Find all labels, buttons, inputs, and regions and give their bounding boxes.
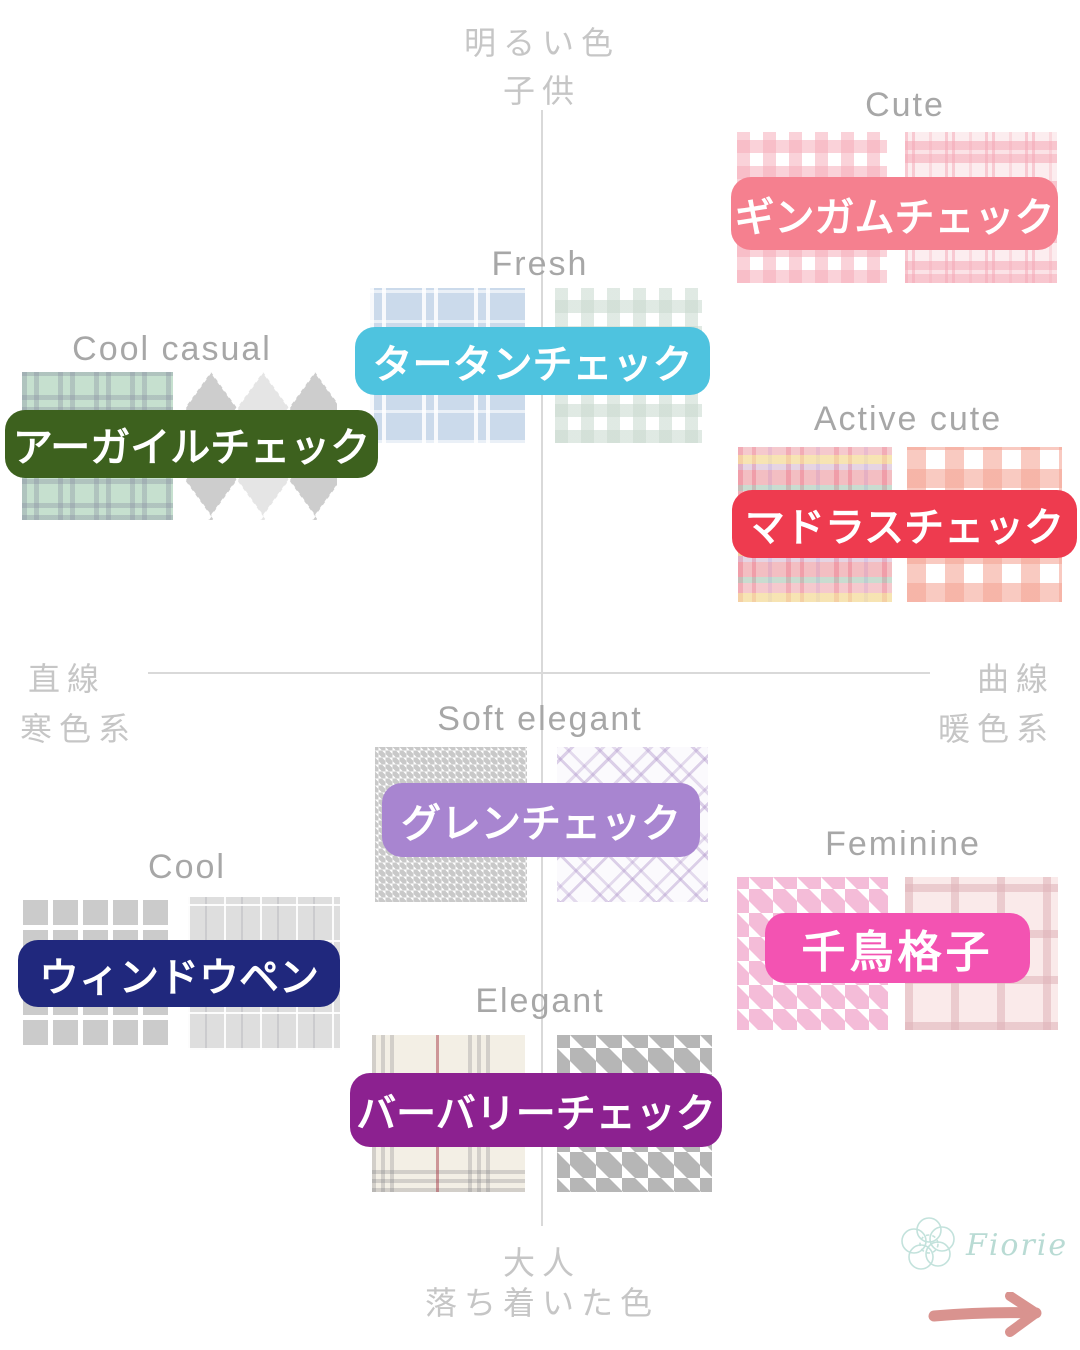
category-label-cool-casual: Cool casual: [72, 330, 272, 368]
category-label-soft-elegant: Soft elegant: [437, 700, 643, 738]
axis-label-bottom-calm-colors: 落ち着いた色: [424, 1285, 659, 1321]
category-label-cool: Cool: [148, 848, 226, 886]
flower-icon: [901, 1217, 955, 1270]
category-label-feminine: Feminine: [825, 825, 981, 863]
axis-label-top-children: 子供: [502, 73, 581, 109]
horizontal-axis-line: [148, 672, 930, 674]
pattern-pill-tartan-check: タータンチェック: [355, 327, 710, 395]
pattern-pill-glen-check: グレンチェック: [382, 783, 700, 857]
pattern-pill-windowpane: ウィンドウペン: [18, 940, 340, 1007]
axis-label-right-curved-lines: 曲線: [976, 661, 1055, 697]
brand-logo: Fiorie: [900, 1212, 1070, 1278]
pattern-pill-madras-check: マドラスチェック: [732, 490, 1077, 558]
pattern-pill-burberry-check: バーバリーチェック: [350, 1073, 722, 1147]
axis-label-top-bright-colors: 明るい色: [463, 25, 620, 61]
right-arrow-icon: [928, 1292, 1042, 1337]
vertical-axis-line: [541, 110, 543, 1226]
pattern-pill-argyle-check: アーガイルチェック: [5, 410, 378, 478]
axis-label-left-straight-lines: 直線: [28, 661, 107, 697]
brand-name: Fiorie: [966, 1227, 1069, 1263]
category-label-fresh: Fresh: [491, 245, 589, 283]
category-label-cute: Cute: [865, 86, 945, 124]
axis-label-left-cool-colors: 寒色系: [20, 711, 138, 747]
pattern-pill-gingham-check: ギンガムチェック: [731, 177, 1058, 250]
category-label-elegant: Elegant: [475, 982, 605, 1020]
axis-label-right-warm-colors: 暖色系: [937, 711, 1055, 747]
axis-label-bottom-adult: 大人: [502, 1245, 581, 1281]
category-label-active-cute: Active cute: [813, 400, 1003, 438]
pattern-pill-houndstooth: 千鳥格子: [765, 913, 1030, 983]
